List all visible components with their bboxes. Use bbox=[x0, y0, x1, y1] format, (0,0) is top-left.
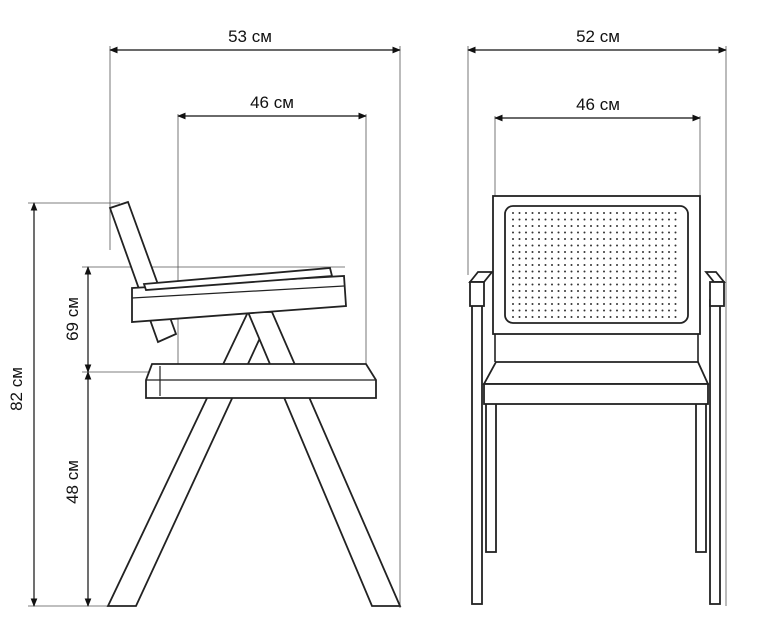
side-view-dimension-lines bbox=[30, 46, 401, 607]
side-front-leg bbox=[246, 311, 402, 607]
side-armrest-top bbox=[142, 267, 334, 291]
label-front-total-width: 52 см bbox=[576, 27, 620, 46]
front-right-armrest-top bbox=[704, 271, 726, 283]
label-seat-height: 48 см bbox=[63, 460, 82, 504]
front-right-arm-post bbox=[709, 299, 721, 605]
side-back-leg bbox=[106, 311, 274, 607]
front-right-leg bbox=[695, 401, 707, 553]
label-front-seat-width: 46 см bbox=[576, 95, 620, 114]
front-left-leg bbox=[485, 401, 497, 553]
chair-front-view bbox=[468, 195, 726, 605]
front-left-arm-post bbox=[471, 299, 483, 605]
front-seat-top bbox=[482, 361, 710, 385]
front-right-armrest bbox=[709, 281, 725, 307]
front-seat-frame bbox=[483, 383, 709, 405]
front-left-armrest bbox=[469, 281, 485, 307]
label-side-total-width: 53 см bbox=[228, 27, 272, 46]
label-total-height: 82 см bbox=[7, 367, 26, 411]
front-view-guides bbox=[467, 46, 727, 606]
chair-side-view bbox=[106, 200, 402, 607]
label-armrest-height: 69 см bbox=[63, 297, 82, 341]
front-cane-weave bbox=[512, 212, 677, 318]
side-seat-frame bbox=[145, 363, 377, 399]
front-left-armrest-top bbox=[468, 271, 494, 283]
label-side-seat-width: 46 см bbox=[250, 93, 294, 112]
side-view-guides bbox=[28, 46, 401, 608]
front-view-dimension-lines bbox=[467, 46, 727, 122]
front-cane-panel bbox=[504, 205, 689, 324]
